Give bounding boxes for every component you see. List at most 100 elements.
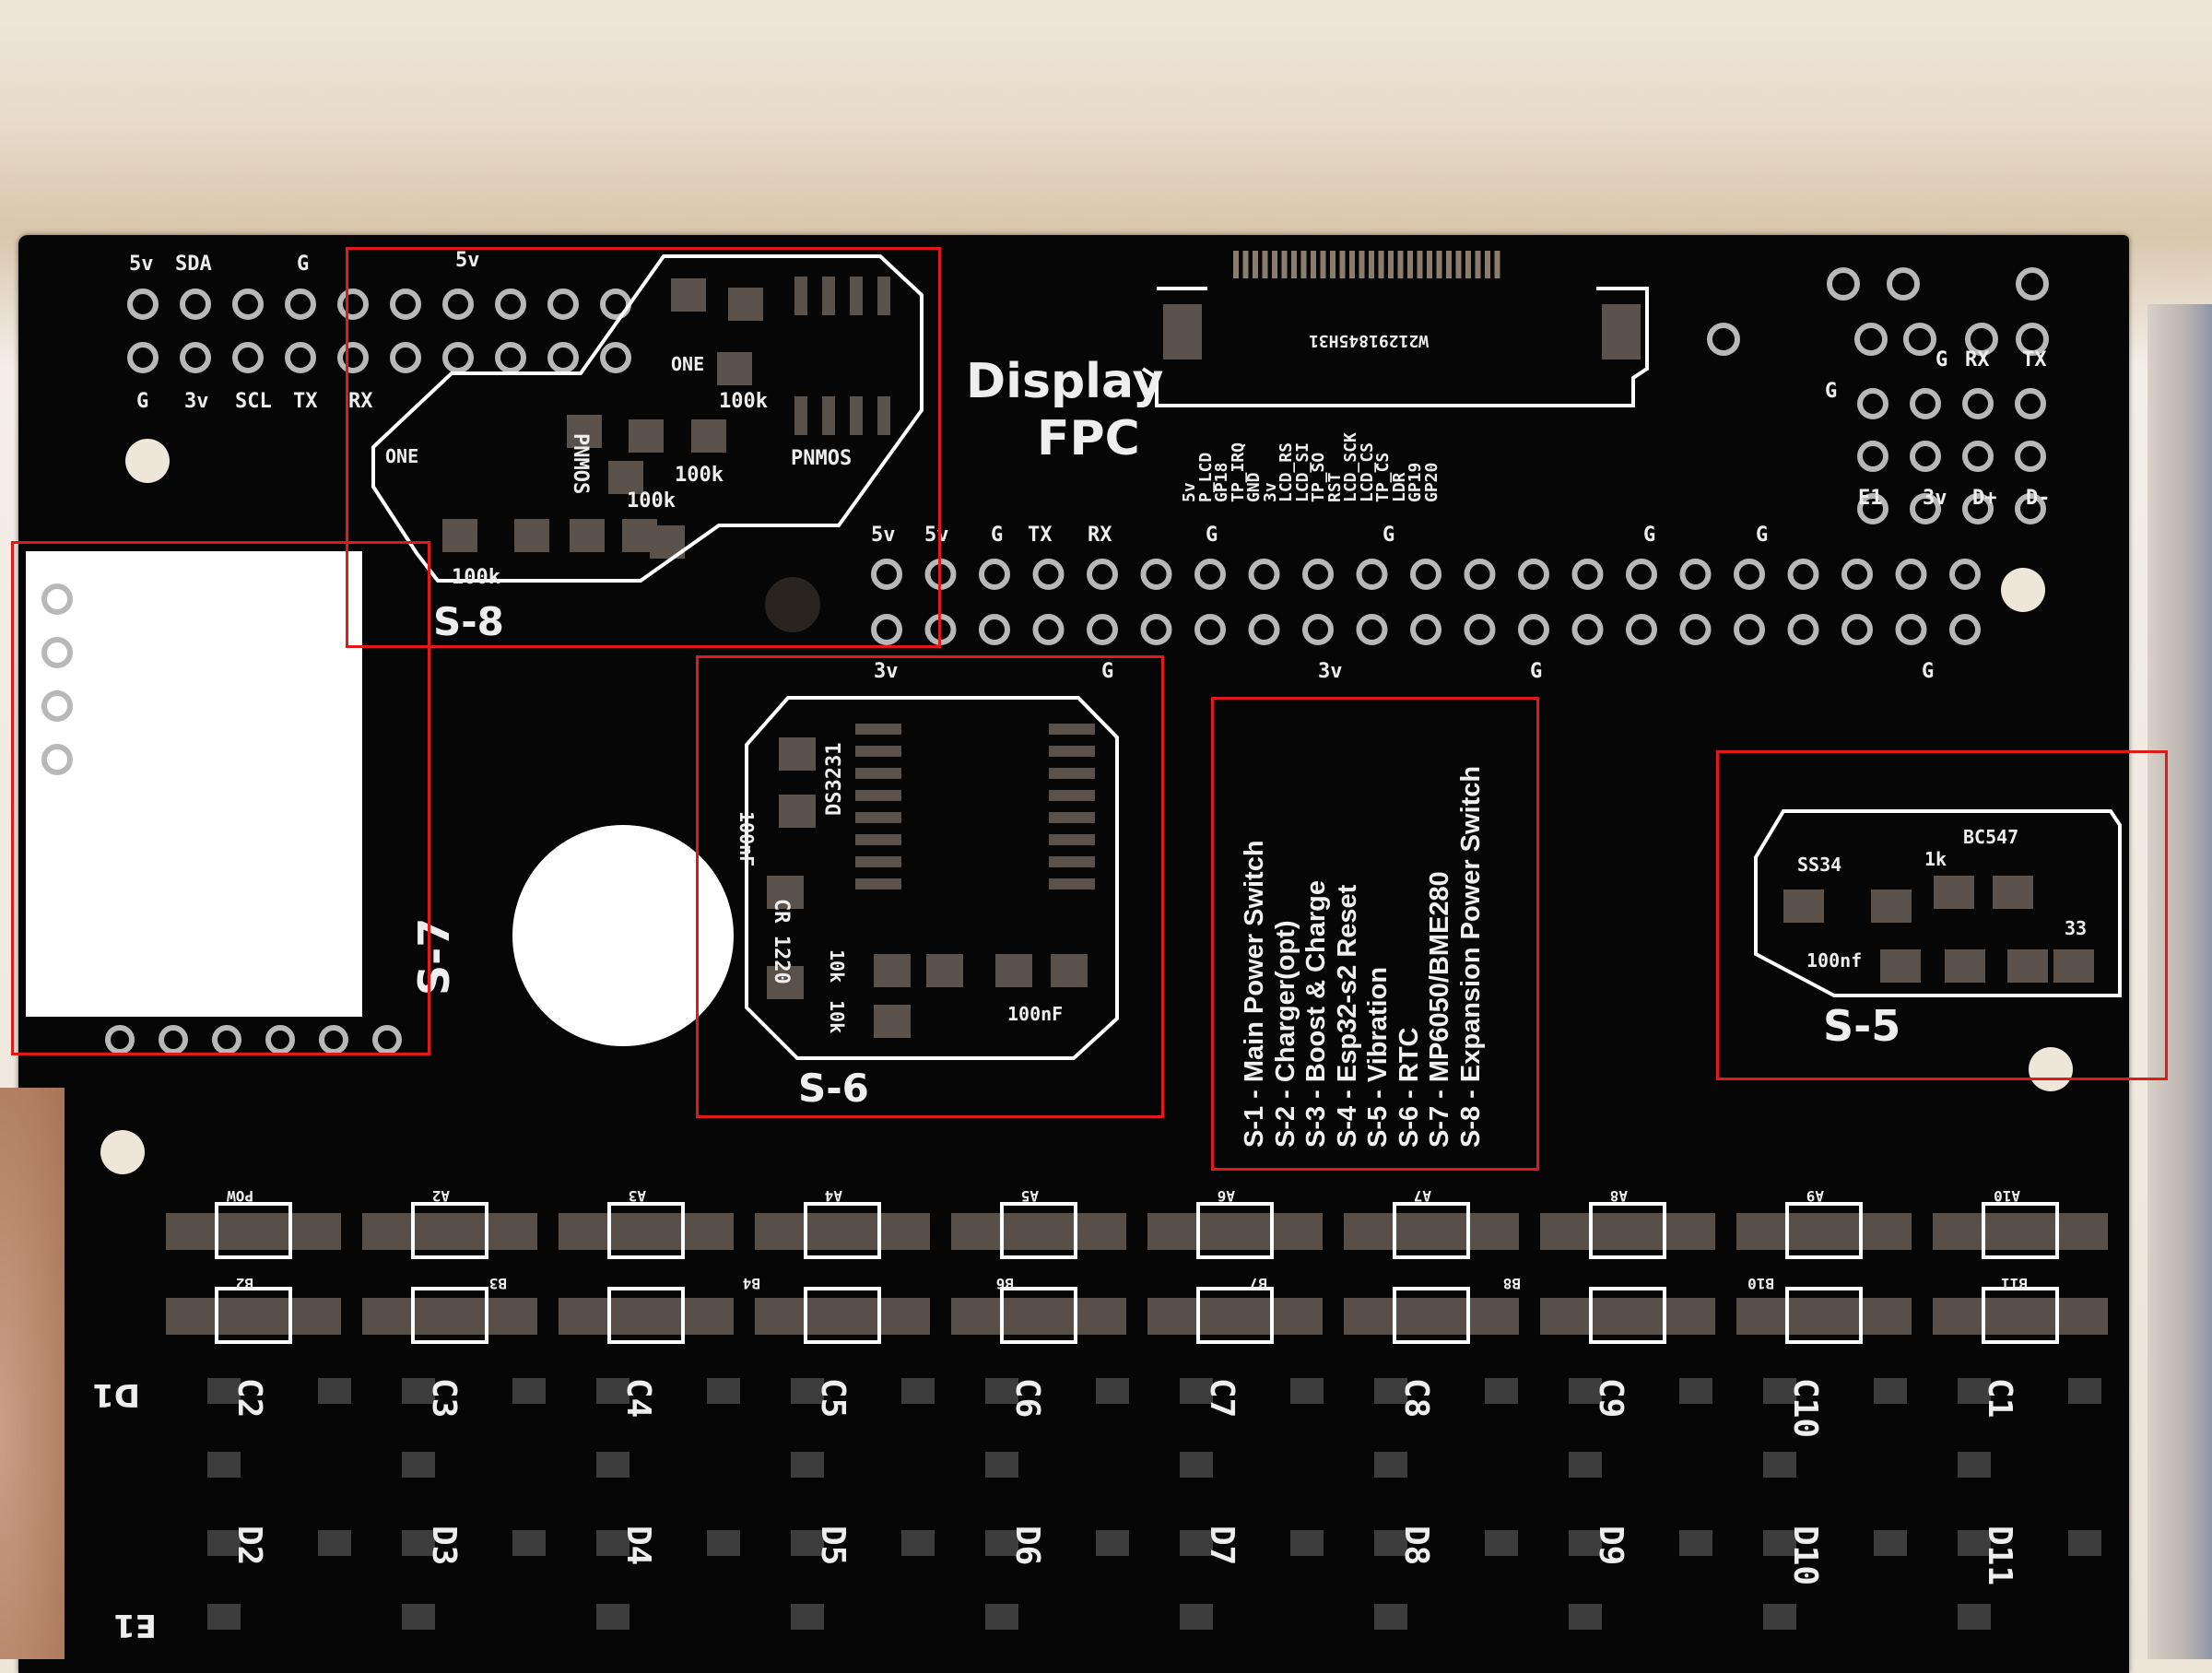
smd-pad [1374,1452,1407,1478]
right-label-3v: 3v [1923,487,1947,510]
smd-pad [512,1530,546,1556]
fpc-contact [1300,251,1307,278]
fpc-contact [1407,251,1413,278]
s8-100k-4: 100k [452,566,500,589]
fpc-outline [1141,287,1649,407]
switch-label: A4 [824,1187,842,1205]
right-label-dplus: D+ [1972,487,1997,510]
pin-pad [979,559,1010,590]
switch-bottom-outline [1196,1287,1274,1344]
fpc-pin-label: GP20 [1421,462,1441,502]
header-pin-label: TX [1028,524,1053,547]
smd-pad [1049,878,1095,890]
capacitor-label: C6 [1008,1378,1046,1419]
switch-label: A8 [1609,1187,1628,1205]
pin-pad [2015,493,2046,524]
switch-pad-strip [755,1213,930,1250]
smd-pad [985,1604,1018,1630]
pin-pad [1194,559,1226,590]
pin-pad [1571,559,1604,590]
sensor-module-s7 [26,551,362,1017]
s8-one-1: ONE [671,353,705,375]
smd-pad [1569,1530,1602,1556]
label-sda: SDA [175,253,212,276]
header-pin-label: G [1101,660,1114,683]
pin-pad [1194,614,1226,645]
switch-label: A5 [1020,1187,1039,1205]
smd-pad [318,1378,351,1404]
fpc-contact [1330,251,1335,278]
pin-pad [547,289,579,320]
fpc-contact [1455,251,1462,278]
right-label-rx: RX [1965,348,1990,371]
pin-pad [1140,559,1172,590]
smd-pad [2068,1530,2101,1556]
pin-pad [337,342,369,373]
header-pin-label: G [1922,660,1935,683]
hand [0,1088,65,1659]
header-pin-label: 5v [924,524,949,547]
pin-pad [1518,614,1549,645]
switch-pad-strip [1540,1298,1715,1335]
header-pin-label: 3v [874,660,899,683]
smd-pad [1569,1378,1602,1404]
smd-pad [855,768,901,779]
fpc-contact [1388,251,1394,278]
smd-pad [402,1604,435,1630]
smd-pad [985,1378,1018,1404]
fpc-contact [1349,251,1355,278]
smd-pad [874,1005,911,1038]
diode-label: D9 [1592,1526,1630,1566]
pin-pad [1910,441,1941,472]
fpc-contact [1242,251,1249,278]
pin-pad [180,289,211,320]
smd-pad [596,1452,629,1478]
switch-pad-strip [1736,1298,1912,1335]
smd-pad [791,1378,824,1404]
switch-label: POW [227,1187,253,1205]
header-pin-label: 3v [1318,660,1343,683]
smd-pad [1874,1530,1907,1556]
smd-pad [1763,1452,1796,1478]
label-5v-2: 5v [455,249,480,272]
smd-pad [442,519,477,552]
smd-pad [1049,812,1095,823]
smd-pad [707,1378,740,1404]
pin-pad [1949,614,1981,645]
smd-pad [1180,1530,1213,1556]
s6-outline [745,696,1119,1060]
pin-pad [127,342,159,373]
pin-pad [1895,559,1927,590]
pin-pad [600,342,631,373]
right-label-e1: E1 [1858,487,1883,510]
pin-pad [1302,614,1334,645]
fpc-contact [1311,251,1316,278]
smd-pad [855,878,901,890]
s6-label: S-6 [798,1066,869,1111]
switch-pad-strip [1147,1213,1323,1250]
pin-pad [1857,441,1888,472]
display-title: Display [966,354,1164,409]
smd-pad [1945,949,1985,983]
capacitor-label: C2 [230,1378,268,1419]
smd-pad [1180,1452,1213,1478]
pin-pad [1962,441,1994,472]
pin-pad [1827,267,1860,300]
smd-pad [767,966,804,999]
diode-label: D4 [619,1526,657,1566]
smd-pad [1374,1378,1407,1404]
smd-pad [1049,746,1095,757]
smd-pad [1096,1378,1129,1404]
smd-pad [514,519,549,552]
pin-pad [1910,388,1941,419]
pin-pad [1356,614,1388,645]
smd-pad [791,1452,824,1478]
capacitor-label: C4 [619,1378,657,1419]
smd-pad [1958,1452,1991,1478]
smd-pad [850,396,863,435]
pin-pad [1626,614,1657,645]
capacitor-label: C1 [1981,1378,2018,1419]
pin-pad [1734,614,1765,645]
switch-top-outline [1196,1202,1274,1259]
label-rx: RX [348,390,373,413]
